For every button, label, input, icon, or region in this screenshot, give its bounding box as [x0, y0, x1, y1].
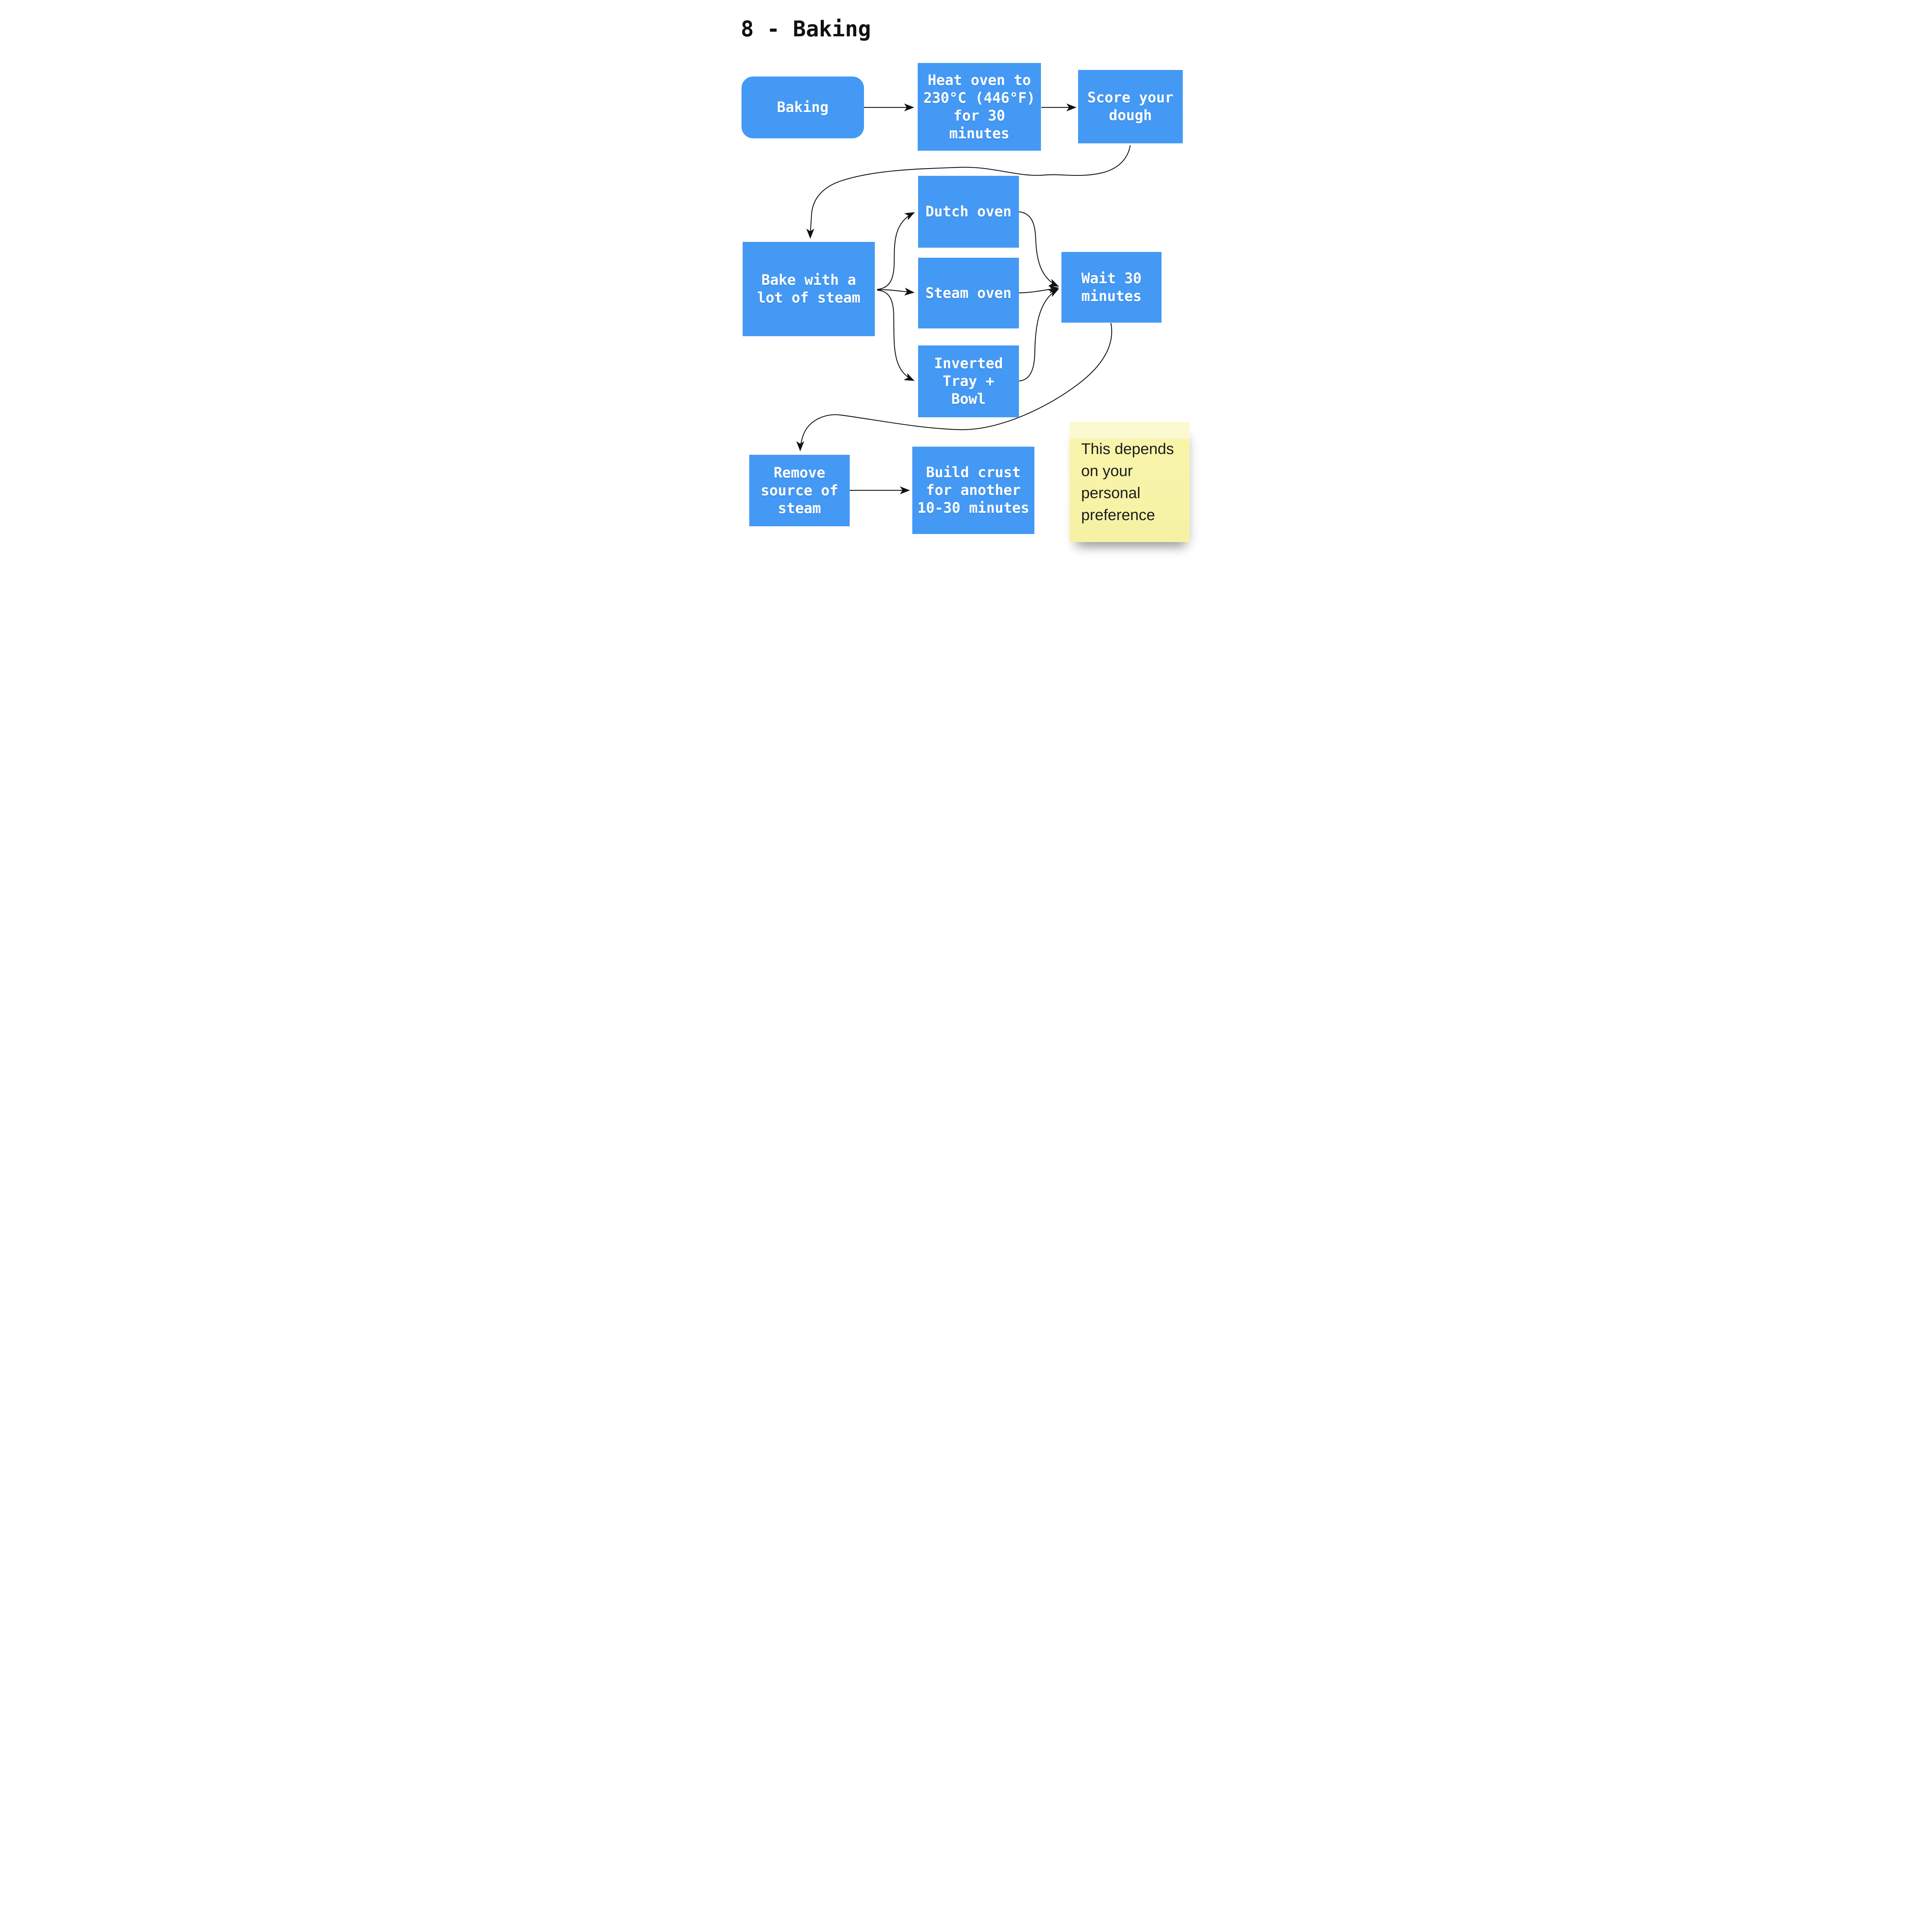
node-dutch-oven: Dutch oven — [918, 176, 1019, 248]
node-bake-with-steam: Bake with a lot of steam — [743, 242, 875, 336]
node-steam-oven: Steam oven — [918, 258, 1019, 328]
node-score-dough-label: Score your dough — [1087, 89, 1173, 124]
node-heat-oven-label: Heat oven to 230°C (446°F) for 30 minute… — [923, 71, 1036, 142]
page-title: 8 - Baking — [741, 17, 871, 42]
sticky-note: This depends on your personal preference — [1070, 422, 1190, 542]
edge-bake-to-steam — [877, 287, 915, 296]
node-build-crust-label: Build crust for another 10-30 minutes — [917, 464, 1029, 516]
node-inverted-tray-bowl: Inverted Tray + Bowl — [918, 345, 1019, 417]
node-wait-30-minutes: Wait 30 minutes — [1061, 252, 1162, 323]
node-inverted-tray-bowl-label: Inverted Tray + Bowl — [934, 355, 1003, 407]
flowchart-canvas: 8 - Baking Baking Heat oven to 230°C (44… — [713, 0, 1219, 578]
node-bake-with-steam-label: Bake with a lot of steam — [757, 272, 861, 306]
edge-bake-to-dutch — [877, 212, 915, 290]
node-build-crust: Build crust for another 10-30 minutes — [912, 447, 1034, 534]
edge-bake-to-inverted — [877, 289, 915, 381]
edge-dutch-to-wait — [1019, 211, 1059, 287]
edge-inverted-to-wait — [1019, 289, 1059, 382]
node-dutch-oven-label: Dutch oven — [925, 203, 1012, 220]
node-score-dough: Score your dough — [1078, 70, 1183, 143]
edge-steam-to-wait — [1019, 285, 1059, 294]
node-baking-label: Baking — [777, 99, 829, 116]
node-remove-source-of-steam-label: Remove source of steam — [760, 464, 838, 517]
node-heat-oven: Heat oven to 230°C (446°F) for 30 minute… — [918, 63, 1041, 151]
node-baking: Baking — [742, 77, 864, 138]
node-wait-30-minutes-label: Wait 30 minutes — [1081, 270, 1142, 304]
node-remove-source-of-steam: Remove source of steam — [749, 455, 850, 526]
sticky-note-text: This depends on your personal preference — [1081, 440, 1174, 524]
node-steam-oven-label: Steam oven — [925, 284, 1012, 301]
